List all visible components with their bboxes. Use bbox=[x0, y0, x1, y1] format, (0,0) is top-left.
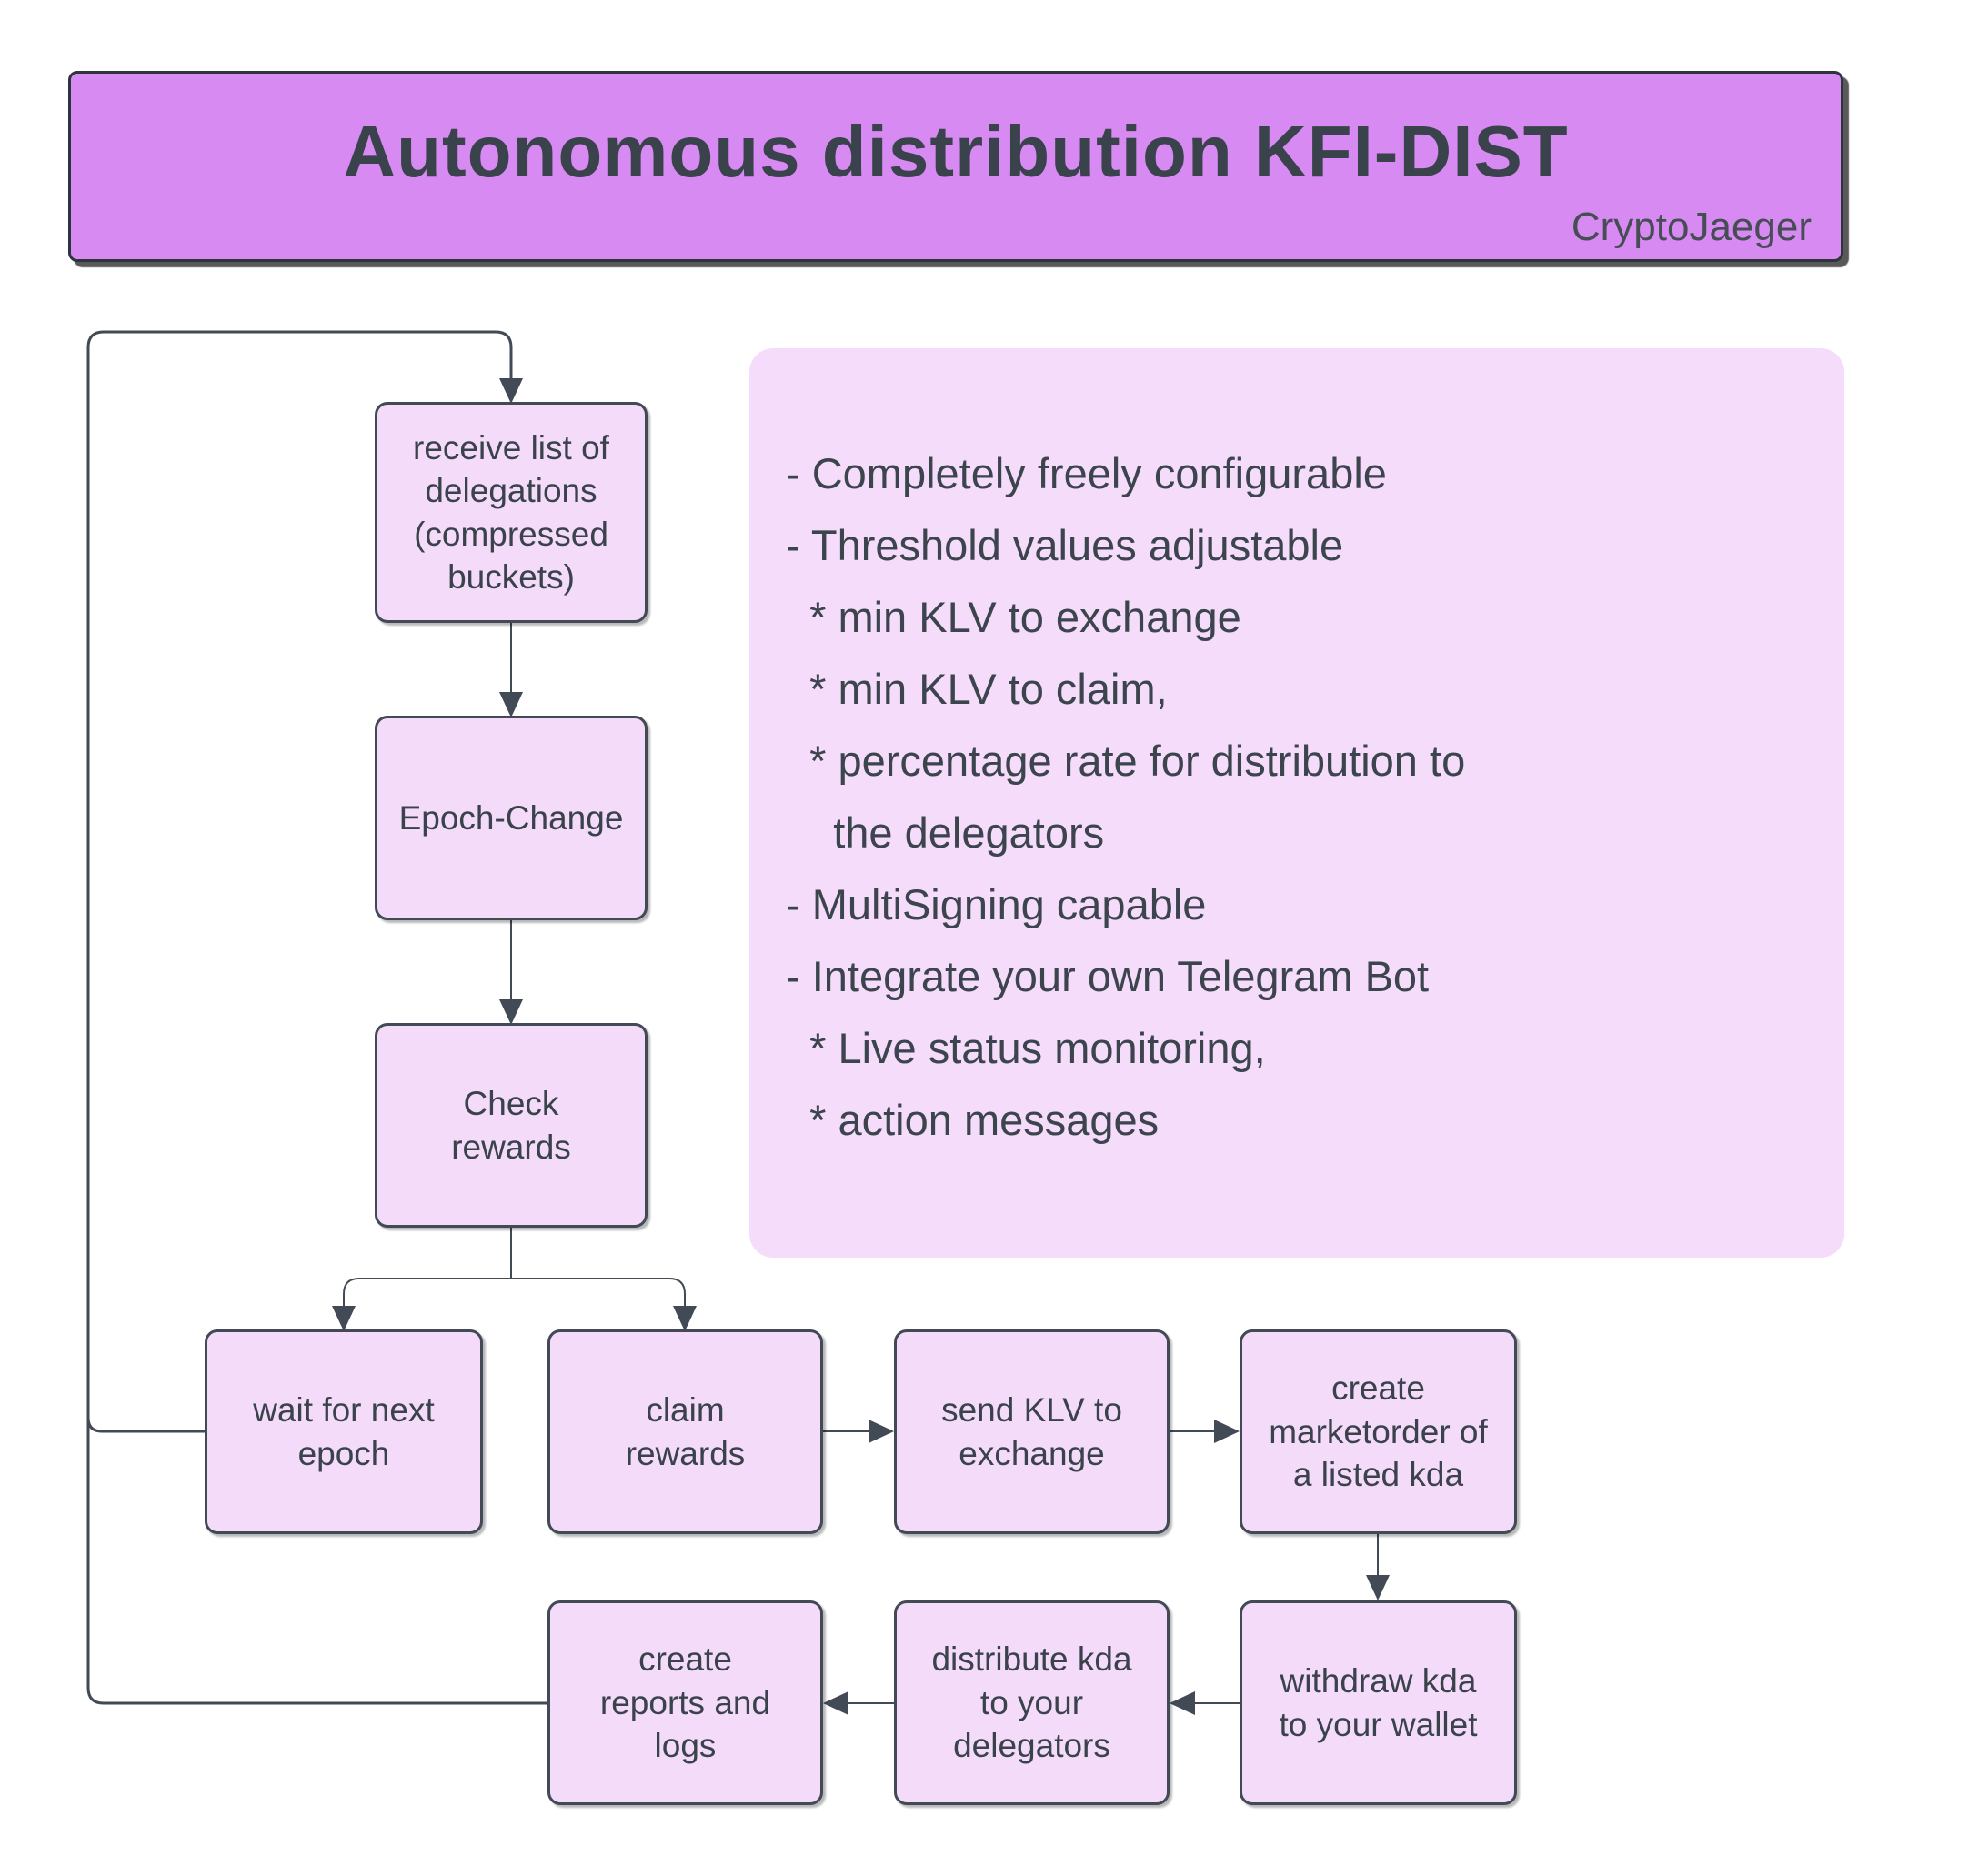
feature-line: * min KLV to claim, bbox=[786, 665, 1168, 713]
title-banner: Autonomous distribution KFI-DIST CryptoJ… bbox=[68, 71, 1843, 262]
node-label: Epoch-Change bbox=[398, 798, 624, 837]
flow-node-create-reports-logs: create reports and logs bbox=[547, 1600, 823, 1805]
flow-node-create-marketorder: create marketorder of a listed kda bbox=[1240, 1329, 1517, 1534]
node-label: claim rewards bbox=[625, 1391, 746, 1472]
flow-node-epoch-change: Epoch-Change bbox=[375, 716, 648, 920]
node-label: create reports and logs bbox=[599, 1640, 771, 1765]
arrowhead-marketorder bbox=[1214, 1420, 1240, 1443]
wait-loop-connector bbox=[86, 1417, 205, 1433]
flow-node-claim-rewards: claim rewards bbox=[547, 1329, 823, 1534]
feature-line: the delegators bbox=[786, 808, 1105, 857]
arrowhead-wait bbox=[332, 1306, 356, 1331]
author-credit: CryptoJaeger bbox=[1571, 205, 1812, 249]
flow-node-receive-delegations: receive list of delegations (compressed … bbox=[375, 402, 648, 623]
feature-line: - MultiSigning capable bbox=[786, 880, 1207, 928]
flow-node-withdraw-kda: withdraw kda to your wallet bbox=[1240, 1600, 1517, 1805]
diagram-title: Autonomous distribution KFI-DIST bbox=[343, 111, 1569, 192]
feature-line: * percentage rate for distribution to bbox=[786, 737, 1466, 785]
node-label: Check rewards bbox=[451, 1085, 571, 1166]
arrowhead-epoch bbox=[499, 692, 523, 717]
arrowhead-withdraw bbox=[1366, 1575, 1390, 1600]
flow-node-wait-next-epoch: wait for next epoch bbox=[205, 1329, 483, 1534]
arrowhead-into-receive bbox=[499, 378, 523, 404]
flow-node-send-klv-exchange: send KLV to exchange bbox=[894, 1329, 1170, 1534]
feature-line: - Integrate your own Telegram Bot bbox=[786, 952, 1430, 1000]
arrowhead-check bbox=[499, 999, 523, 1025]
feature-line: - Completely freely configurable bbox=[786, 449, 1387, 497]
feature-line: * min KLV to exchange bbox=[786, 593, 1241, 641]
branch-connector bbox=[343, 1278, 686, 1306]
loop-connector bbox=[86, 330, 547, 1705]
arrowhead-claim bbox=[673, 1306, 697, 1331]
arrowhead-reports bbox=[823, 1691, 848, 1715]
flow-node-distribute-kda: distribute kda to your delegators bbox=[894, 1600, 1170, 1805]
feature-line: * action messages bbox=[786, 1096, 1160, 1144]
node-label: receive list of delegations (compressed … bbox=[413, 428, 609, 596]
feature-line: * Live status monitoring, bbox=[786, 1024, 1266, 1072]
node-label: send KLV to exchange bbox=[941, 1391, 1122, 1472]
arrowhead-send bbox=[869, 1420, 894, 1443]
node-label: create marketorder of a listed kda bbox=[1269, 1369, 1488, 1494]
flow-node-check-rewards: Check rewards bbox=[375, 1023, 648, 1228]
features-panel: - Completely freely configurable - Thres… bbox=[749, 348, 1844, 1258]
features-list: - Completely freely configurable - Thres… bbox=[786, 437, 1826, 1156]
feature-line: - Threshold values adjustable bbox=[786, 521, 1344, 569]
node-label: withdraw kda to your wallet bbox=[1279, 1662, 1478, 1743]
node-label: distribute kda to your delegators bbox=[931, 1640, 1132, 1765]
arrowhead-distribute bbox=[1170, 1691, 1195, 1715]
node-label: wait for next epoch bbox=[253, 1391, 435, 1472]
